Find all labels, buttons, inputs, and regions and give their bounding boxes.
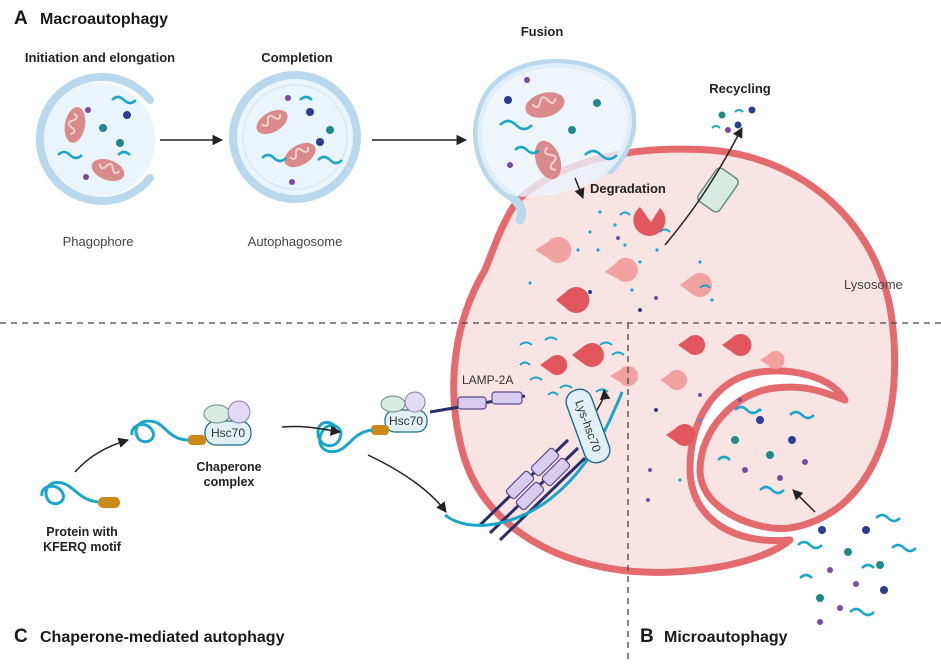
lamp2a-multimer (478, 438, 587, 542)
label-lamp2a: LAMP-2A (462, 373, 513, 387)
peptide-fragments (519, 211, 711, 396)
mitochondrion-icon (525, 92, 565, 118)
label-autophagosome: Autophagosome (248, 234, 343, 249)
hsc70-label-complex: Hsc70 (211, 426, 245, 440)
kferq-motif-complex (188, 435, 206, 445)
arrow-to-multimer (367, 454, 447, 513)
lysosomal-enzyme-icon (605, 257, 638, 282)
lysosomal-enzyme-icon (722, 333, 752, 356)
hsc70-label-bound: Hsc70 (389, 414, 423, 428)
lysosomal-enzyme-icon (680, 272, 712, 297)
unfolded-protein-icon (316, 421, 373, 454)
microautophagy-cargo-inside (717, 405, 815, 495)
mitochondrion-icon (256, 109, 288, 135)
label-chaperone-complex-2: complex (204, 475, 255, 489)
mitochondrion-icon (284, 142, 316, 168)
lysosomal-enzyme-icon (540, 355, 568, 375)
panel-letter-c: C (14, 626, 28, 647)
lysosomal-enzyme-icon (556, 287, 590, 313)
arrow-to-chaperone (74, 437, 130, 473)
transporter-icon (697, 167, 739, 213)
arrow-to-degradation (574, 177, 585, 199)
lysosomal-enzyme-icon (535, 237, 572, 263)
lysosomal-enzyme-icon (678, 334, 706, 355)
mitochondrion-icon (64, 107, 86, 143)
label-chaperone-complex-1: Chaperone (196, 460, 261, 474)
lysosomal-enzyme-icon (633, 207, 666, 236)
lysosomal-enzymes (535, 207, 785, 447)
arrow-microautophagy-uptake (792, 489, 816, 513)
recycled-molecules (711, 106, 756, 133)
lamp2a-receptor-icon (429, 391, 526, 414)
hsc70-chaperone-icon: Hsc70 (380, 391, 428, 433)
panel-title-b: Microautophagy (664, 629, 788, 646)
panel-title-a: Macroautophagy (40, 11, 168, 28)
autophagosome-icon (229, 71, 361, 203)
stage-completion: Completion (261, 50, 333, 65)
label-substrate-2: KFERQ motif (43, 540, 122, 554)
phagophore-icon (35, 73, 155, 205)
mitochondrion-icon (91, 158, 125, 182)
microautophagy-cargo-outside (797, 513, 917, 625)
fusing-autophagosome (472, 58, 637, 225)
label-lysosome: Lysosome (844, 277, 903, 292)
degradation-fragments (528, 210, 762, 502)
panel-letter-b: B (640, 626, 654, 647)
kferq-motif-free (98, 497, 120, 508)
panel-title-c: Chaperone-mediated autophagy (40, 629, 285, 646)
lysosomal-enzyme-icon (610, 366, 638, 386)
kferq-motif-bound (371, 425, 389, 435)
label-substrate-1: Protein with (46, 525, 118, 539)
label-phagophore: Phagophore (63, 234, 134, 249)
stage-initiation: Initiation and elongation (25, 50, 175, 65)
hsc70-chaperone-icon: Hsc70 (203, 400, 252, 446)
translocating-protein (444, 391, 624, 527)
lysosomal-enzyme-icon (660, 370, 688, 390)
stage-fusion: Fusion (521, 24, 564, 39)
arrow-recycling (664, 127, 743, 246)
stage-recycling: Recycling (709, 81, 770, 96)
mitochondrion-icon (534, 140, 562, 180)
unfolded-protein-icon (40, 481, 99, 506)
lysosomal-enzyme-icon (760, 351, 785, 369)
stage-degradation: Degradation (590, 181, 666, 196)
lysosomal-enzyme-icon (572, 343, 604, 367)
unfolded-protein-icon (130, 419, 189, 444)
arrow-to-lysosome (281, 425, 342, 436)
lysosomal-enzyme-icon (666, 424, 696, 447)
panel-letter-a: A (14, 8, 28, 29)
